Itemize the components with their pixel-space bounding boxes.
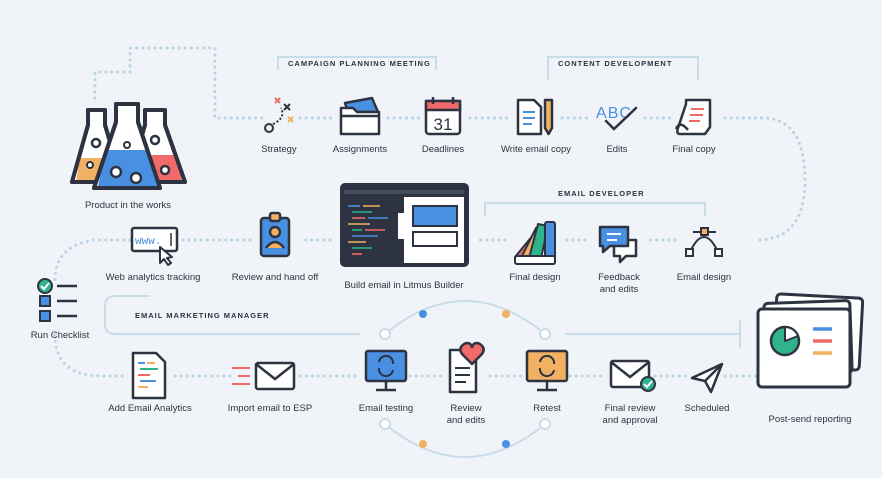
litmus-builder-icon [340, 183, 469, 267]
label-add-analytics: Add Email Analytics [108, 403, 192, 414]
label-post-send: Post-send reporting [768, 414, 852, 425]
label-email-testing: Email testing [358, 403, 414, 414]
label-feedback-line1: Feedback [598, 272, 640, 283]
checklist-icon [37, 278, 77, 322]
label-review-edits-line1: Review [450, 403, 482, 414]
label-final-review-line2: and approval [602, 415, 658, 426]
retest-monitor-icon [525, 349, 569, 392]
label-assignments: Assignments [332, 144, 388, 155]
label-final-review-line1: Final review [604, 403, 656, 414]
paper-plane-icon [690, 362, 724, 394]
label-edits: Edits [606, 144, 628, 155]
chat-bubbles-icon [598, 225, 638, 264]
web-analytics-icon: www. [130, 226, 179, 266]
section-title-planning: CAMPAIGN PLANNING MEETING [288, 59, 431, 68]
calendar-day: 31 [434, 115, 453, 134]
label-web-analytics: Web analytics tracking [105, 272, 201, 283]
flow-connectors [53, 46, 807, 378]
flasks-icon [70, 102, 187, 190]
abc-text: ABC [596, 105, 632, 122]
scroll-document-icon [674, 98, 712, 136]
analytics-document-icon [131, 351, 167, 400]
review-heart-icon [448, 341, 485, 394]
label-review-handoff: Review and hand off [231, 272, 319, 283]
pen-tool-icon [685, 227, 723, 257]
label-final-design: Final design [509, 272, 561, 283]
document-pencil-icon [516, 98, 554, 136]
calendar-icon: 31 [424, 97, 462, 136]
label-import-esp: Import email to ESP [227, 403, 313, 414]
label-scheduled: Scheduled [684, 403, 730, 414]
label-review-edits-line2: and edits [446, 415, 486, 426]
id-badge-icon [259, 211, 291, 258]
section-title-developer: EMAIL DEVELOPER [558, 189, 645, 198]
loop-nodes [379, 310, 551, 448]
label-strategy: Strategy [261, 144, 297, 155]
label-email-design: Email design [676, 272, 732, 283]
color-swatches-icon [514, 221, 556, 265]
report-dashboard-icon [756, 292, 865, 389]
label-product: Product in the works [84, 200, 172, 211]
label-retest: Retest [533, 403, 561, 414]
label-build-email: Build email in Litmus Builder [344, 280, 464, 291]
label-feedback-line2: and edits [599, 284, 639, 295]
abc-check-icon: ABC [596, 105, 638, 131]
envelope-import-icon [232, 361, 296, 391]
label-deadlines: Deadlines [421, 144, 465, 155]
strategy-icon [264, 97, 294, 133]
testing-monitor-icon [364, 349, 408, 392]
label-final-copy: Final copy [672, 144, 716, 155]
label-run-checklist: Run Checklist [30, 330, 90, 341]
section-title-marketing: EMAIL MARKETING MANAGER [135, 311, 270, 320]
folder-icon [339, 96, 381, 136]
section-title-content: CONTENT DEVELOPMENT [558, 59, 673, 68]
envelope-approved-icon [609, 359, 656, 392]
section-lines [104, 56, 741, 458]
www-text: www. [135, 236, 161, 248]
label-write-copy: Write email copy [500, 144, 572, 155]
